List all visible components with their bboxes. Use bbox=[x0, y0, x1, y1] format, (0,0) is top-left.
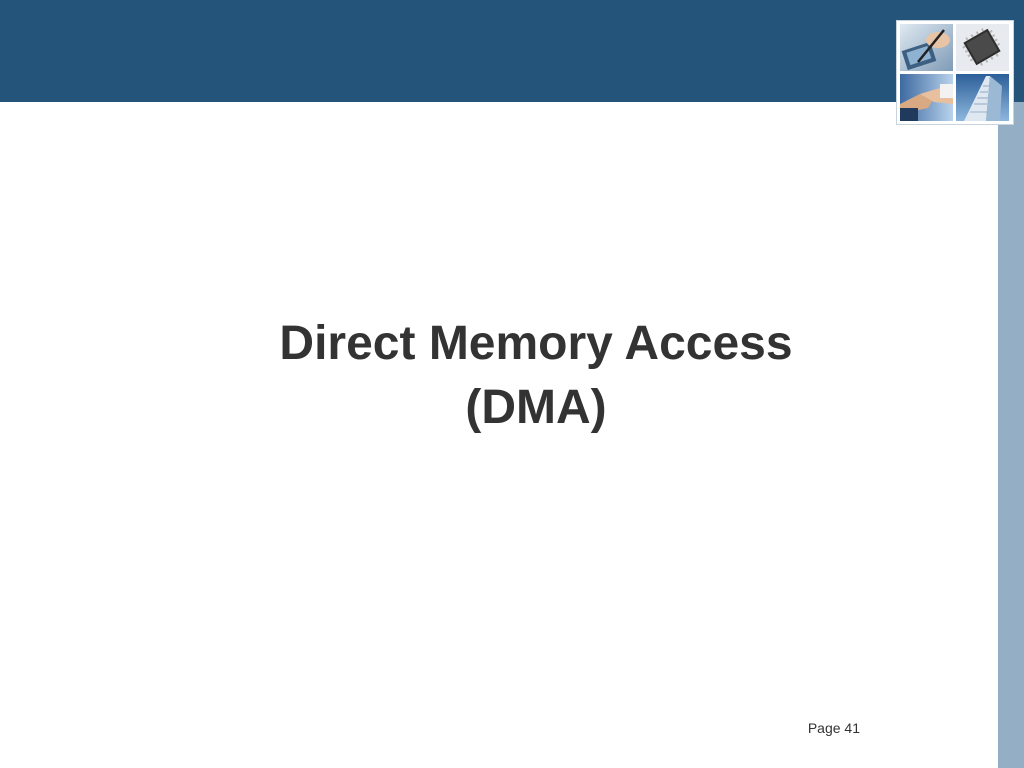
title-line-2: (DMA) bbox=[465, 381, 607, 434]
page-number: Page 41 bbox=[807, 720, 860, 736]
side-band bbox=[998, 102, 1024, 768]
skyscraper-icon bbox=[956, 74, 1009, 121]
microchip-icon bbox=[956, 24, 1009, 71]
photo-collage bbox=[897, 21, 1013, 124]
slide-title: Direct Memory Access (DMA) bbox=[176, 312, 896, 440]
title-line-1: Direct Memory Access bbox=[279, 317, 793, 370]
pen-writing-icon bbox=[900, 24, 953, 71]
handshake-icon bbox=[900, 74, 953, 121]
header-band bbox=[0, 0, 1024, 102]
